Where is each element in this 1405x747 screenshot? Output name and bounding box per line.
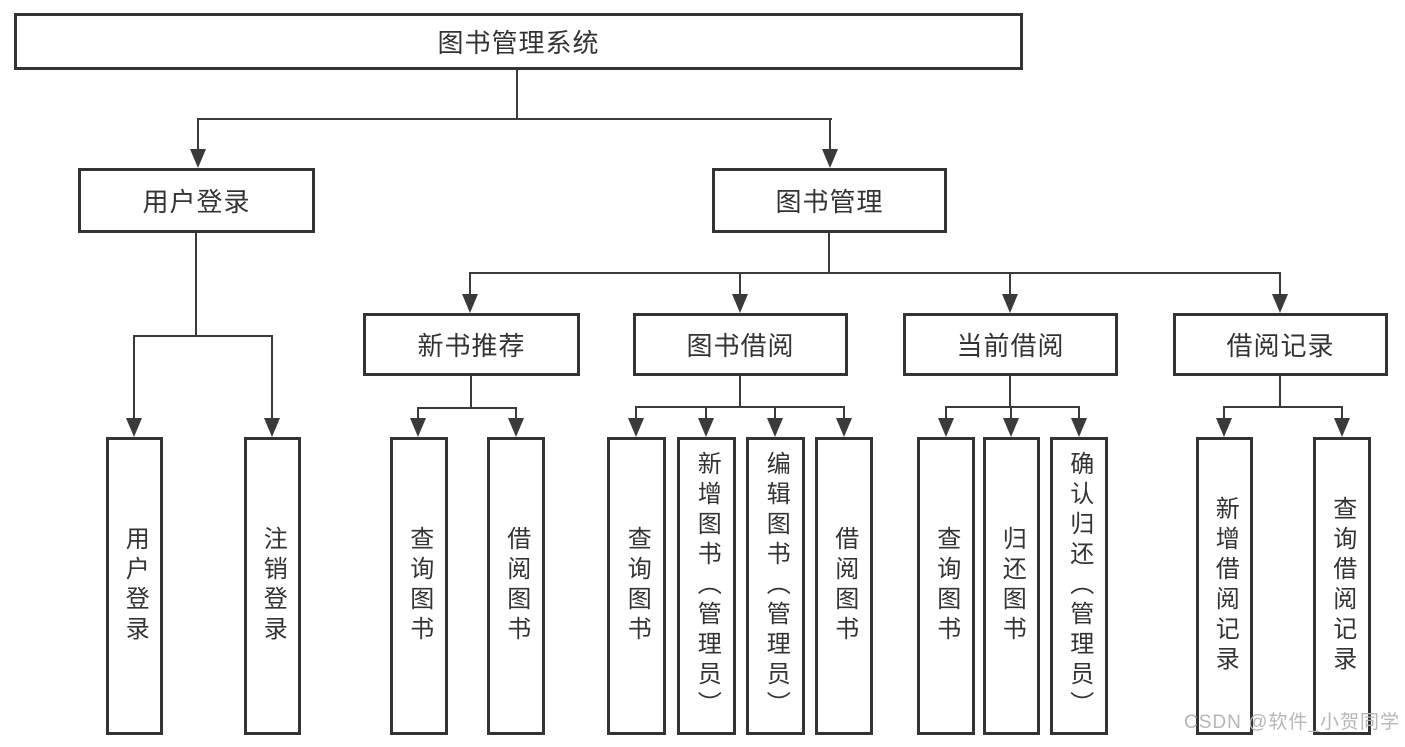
arrow-down-icon (628, 418, 644, 437)
csdn-watermark: CSDN @软件_小贺同学 (1184, 712, 1400, 733)
leaf-user-login: 用户登录 (106, 437, 163, 735)
leaf-edit-books-admin: 编辑图书（管理员） (746, 437, 805, 735)
connector-line (635, 406, 845, 408)
connector-line (516, 70, 518, 120)
connector-line (195, 233, 197, 337)
connector-line (1279, 272, 1281, 296)
connector-line (945, 406, 1080, 408)
arrow-down-icon (822, 149, 838, 168)
connector-line (417, 407, 419, 419)
connector-line (133, 335, 135, 419)
arrow-down-icon (1272, 294, 1288, 313)
leaf-query-books-recommend: 查询图书 (390, 437, 448, 735)
connector-line (1009, 376, 1011, 408)
arrow-down-icon (264, 418, 280, 437)
arrow-down-icon (190, 149, 206, 168)
arrow-down-icon (698, 418, 714, 437)
connector-line (1009, 272, 1011, 296)
connector-line (271, 335, 273, 419)
arrow-down-icon (1334, 418, 1350, 437)
connector-line (829, 118, 831, 150)
leaf-add-borrow-record: 新增借阅记录 (1196, 437, 1253, 735)
leaf-return-books: 归还图书 (983, 437, 1040, 735)
connector-line (469, 272, 1281, 274)
leaf-logout: 注销登录 (244, 437, 301, 735)
arrow-down-icon (126, 418, 142, 437)
arrow-down-icon (836, 418, 852, 437)
leaf-add-books-admin: 新增图书（管理员） (677, 437, 736, 735)
connector-line (417, 407, 517, 409)
arrow-down-icon (938, 418, 954, 437)
leaf-query-books-current: 查询图书 (917, 437, 975, 735)
leaf-query-borrow-record: 查询借阅记录 (1313, 437, 1371, 735)
leaf-confirm-return-admin: 确认归还（管理员） (1050, 437, 1108, 735)
arrow-down-icon (1216, 418, 1232, 437)
arrow-down-icon (1003, 418, 1019, 437)
leaf-borrow-books-recommend: 借阅图书 (487, 437, 545, 735)
arrow-down-icon (462, 294, 478, 313)
leaf-query-books-borrowing: 查询图书 (607, 437, 666, 735)
connector-line (1341, 406, 1343, 419)
arrow-down-icon (410, 418, 426, 437)
connector-line (133, 335, 273, 337)
connector-line (197, 118, 832, 120)
connector-line (1078, 406, 1080, 419)
connector-line (945, 406, 947, 419)
connector-line (470, 376, 472, 409)
connector-line (774, 406, 776, 419)
connector-line (1223, 406, 1225, 419)
node-borrowing-records: 借阅记录 (1173, 313, 1388, 376)
node-current-borrowing: 当前借阅 (903, 313, 1118, 376)
connector-line (635, 406, 637, 419)
node-book-borrowing: 图书借阅 (633, 313, 848, 376)
connector-line (469, 272, 471, 296)
arrow-down-icon (767, 418, 783, 437)
node-library-system: 图书管理系统 (14, 13, 1023, 70)
node-user-login: 用户登录 (78, 168, 315, 233)
connector-line (705, 406, 707, 419)
node-new-book-recommend: 新书推荐 (363, 313, 580, 376)
arrow-down-icon (1071, 418, 1087, 437)
connector-line (828, 233, 830, 274)
node-book-management: 图书管理 (712, 168, 947, 233)
arrow-down-icon (732, 294, 748, 313)
connector-line (843, 406, 845, 419)
connector-line (197, 118, 199, 150)
connector-line (1223, 406, 1343, 408)
leaf-borrow-books: 借阅图书 (815, 437, 873, 735)
arrow-down-icon (1002, 294, 1018, 313)
connector-line (739, 272, 741, 296)
connector-line (1279, 376, 1281, 408)
connector-line (1010, 406, 1012, 419)
connector-line (515, 407, 517, 419)
arrow-down-icon (508, 418, 524, 437)
connector-line (739, 376, 741, 408)
